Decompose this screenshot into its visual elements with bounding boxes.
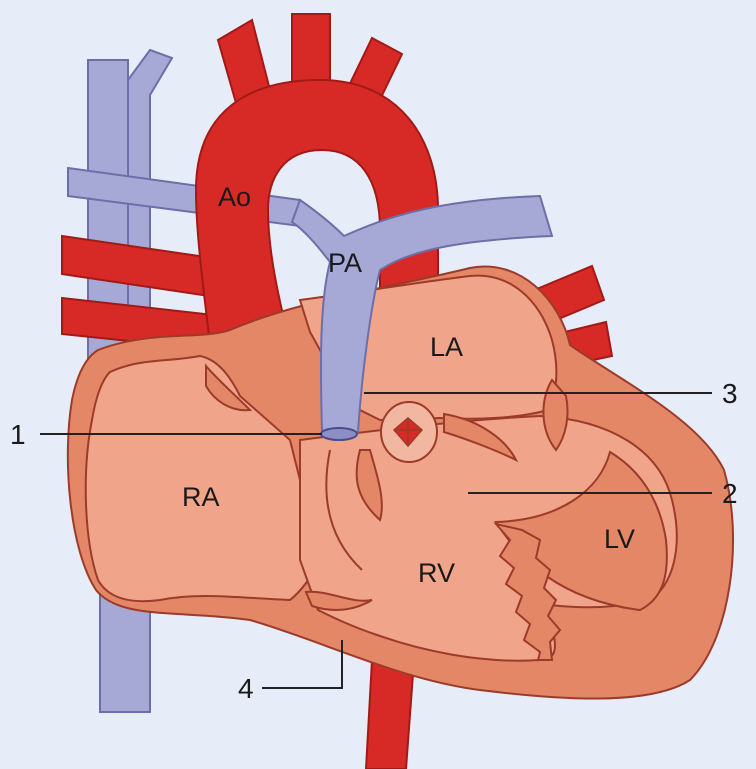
callout-3: 3 [722,378,738,409]
label-ra: RA [182,482,220,512]
label-lv: LV [604,524,635,554]
callout-4: 4 [238,673,254,704]
pulmonary-artery [290,194,554,433]
la-fold [542,378,569,452]
pulmonary-orifice [320,427,358,441]
descending-vessel [364,659,416,769]
label-pa: PA [328,248,362,278]
trabeculae [493,522,562,661]
label-la: LA [430,332,463,362]
aortic-valve [392,417,424,448]
callout-line-4 [262,640,343,689]
rv-inflow-ridge [304,590,373,611]
label-ao: Ao [218,182,251,212]
ra-fold [205,363,253,412]
callout-2: 2 [722,478,738,509]
inner-curve-2 [355,449,383,522]
label-rv: RV [418,558,455,588]
right-atrium [84,354,322,603]
callout-1: 1 [10,419,26,450]
inner-curve-3 [443,412,519,463]
inner-curve-1 [325,449,363,571]
lv-septum [494,450,668,612]
